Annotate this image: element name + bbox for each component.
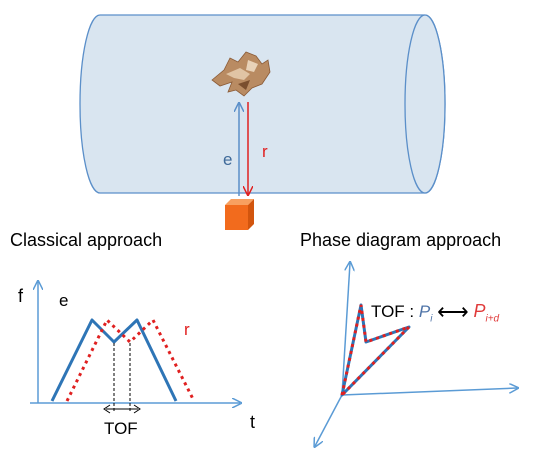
classical-chart: f t e r TOF bbox=[18, 282, 255, 438]
classical-title: Classical approach bbox=[10, 230, 163, 250]
cylinder-e-label: e bbox=[223, 150, 232, 169]
tof-arrowheads bbox=[103, 404, 141, 414]
classical-r-label: r bbox=[184, 320, 190, 339]
emitted-signal-line bbox=[50, 318, 178, 402]
pipe-cylinder bbox=[79, 14, 446, 194]
phase-p-i-plus-d: Pi+d bbox=[473, 301, 500, 325]
cylinder-r-label: r bbox=[262, 142, 268, 161]
received-signal-line bbox=[65, 317, 196, 402]
phase-axis-right bbox=[341, 388, 517, 396]
cylinder-end-cap bbox=[404, 14, 446, 194]
bidirectional-arrow-icon: ⟷ bbox=[437, 299, 469, 324]
phase-tof-equation: TOF : Pi ⟷ Pi+d bbox=[371, 299, 499, 325]
phase-chart bbox=[315, 263, 517, 446]
phase-axis-down bbox=[315, 394, 343, 446]
phase-axis-up bbox=[341, 263, 350, 396]
particle-object bbox=[211, 51, 271, 97]
sensor-cube bbox=[225, 199, 254, 230]
phase-p-i: Pi bbox=[418, 302, 433, 325]
classical-x-label: t bbox=[250, 412, 255, 432]
classical-y-label: f bbox=[18, 286, 24, 306]
classical-e-label: e bbox=[59, 291, 68, 310]
classical-tof-label: TOF bbox=[104, 419, 138, 438]
phase-tof-prefix: TOF : bbox=[371, 302, 419, 321]
phase-title: Phase diagram approach bbox=[300, 230, 502, 250]
phase-trajectory-emitted bbox=[340, 303, 411, 397]
